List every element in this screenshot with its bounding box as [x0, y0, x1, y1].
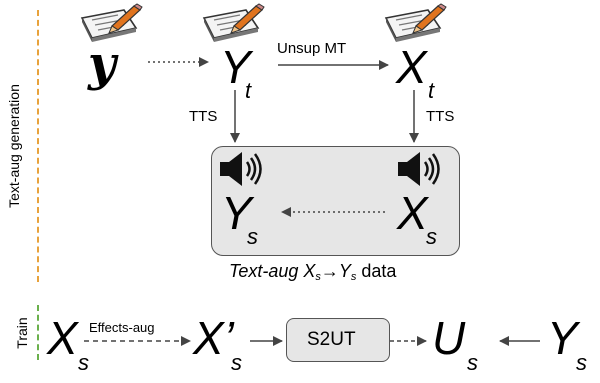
xprime-subscript: s — [231, 350, 242, 375]
xprime-symbol: X’ — [193, 312, 234, 364]
effects-aug-label: Effects-aug — [89, 320, 155, 335]
xt-symbol: X — [396, 41, 427, 93]
document-pen-icon — [80, 3, 143, 42]
train-ys-subscript: s — [576, 350, 587, 375]
yt-subscript: t — [245, 78, 252, 103]
generation-section-bar — [37, 10, 39, 282]
us-subscript: s — [467, 350, 478, 375]
train-xs-subscript: s — [78, 350, 89, 375]
train-ys-symbol: Y — [547, 312, 578, 364]
caption-sub2: s — [350, 271, 357, 283]
caption-suffix: data — [356, 261, 397, 281]
train-xs-symbol: X — [47, 312, 78, 364]
document-pen-icon — [384, 3, 447, 42]
caption-prefix: Text-aug X — [229, 261, 316, 281]
s2ut-label: S2UT — [307, 329, 356, 350]
source-text-y: y — [88, 36, 116, 92]
train-section-bar — [37, 305, 39, 360]
caption-arrow: → — [320, 261, 339, 281]
tts-right-label: TTS — [426, 108, 455, 125]
xs-subscript: s — [426, 224, 437, 249]
us-symbol: U — [432, 312, 466, 364]
ys-symbol: Y — [221, 187, 252, 239]
document-pen-icon — [202, 3, 265, 42]
xs-symbol: X — [397, 187, 428, 239]
caption-mid: Y — [338, 261, 351, 281]
speech-pair-box — [211, 146, 460, 256]
yt-symbol: Y — [220, 41, 251, 93]
caption-sub1: s — [315, 271, 321, 283]
text-aug-data-caption: Text-aug Xs→Ys data — [229, 261, 396, 283]
s2ut-model-box — [286, 318, 390, 362]
tts-left-label: TTS — [189, 108, 218, 125]
speaker-icon — [398, 152, 440, 186]
ys-subscript: s — [247, 224, 258, 249]
unsup-mt-label: Unsup MT — [277, 40, 347, 57]
speaker-icon — [220, 152, 262, 186]
xt-subscript: t — [428, 78, 435, 103]
